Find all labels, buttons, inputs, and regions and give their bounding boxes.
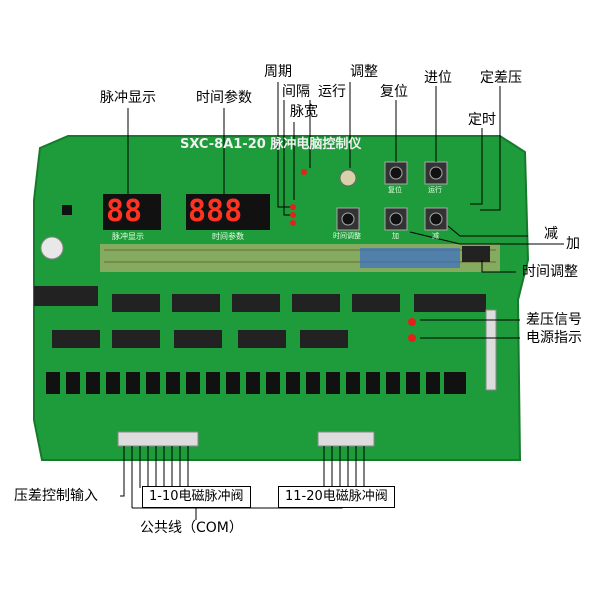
- display2-digits: 888: [188, 194, 243, 229]
- callout-common-line: 公共线（COM）: [140, 520, 243, 536]
- callout-fixed-pressure: 定差压: [480, 70, 522, 86]
- ic-row1-6: [414, 294, 486, 312]
- led-pulse-width: [290, 220, 296, 226]
- led-run: [301, 169, 307, 175]
- display1-caption: 脉冲显示: [112, 232, 144, 241]
- board-label-run: 运行: [428, 186, 442, 194]
- display2-caption: 时间参数: [212, 232, 244, 241]
- button-increase: [384, 207, 408, 231]
- ic-row1-3: [232, 294, 280, 312]
- callout-time-adjust: 时间调整: [522, 264, 578, 280]
- board-label-increase: 加: [392, 232, 399, 240]
- ic-row2-1: [52, 330, 100, 348]
- ic-row1-4: [292, 294, 340, 312]
- ic-row2-4: [238, 330, 286, 348]
- button-reset: [384, 161, 408, 185]
- side-connector: [485, 309, 497, 391]
- seven-seg-display-1: [103, 194, 161, 230]
- callout-pressure-signal: 差压信号: [526, 312, 582, 328]
- led-pressure-signal: [408, 318, 416, 326]
- callout-pulse-width: 脉宽: [290, 104, 318, 120]
- ic-large: [34, 286, 98, 306]
- button-decrease: [424, 207, 448, 231]
- callout-time-param: 时间参数: [196, 90, 252, 106]
- ic-row2-2: [112, 330, 160, 348]
- ic-row2-5: [300, 330, 348, 348]
- callout-advance: 进位: [424, 70, 452, 86]
- time-adjust-chip: [462, 246, 490, 262]
- board-label-time-adjust: 时间调整: [333, 232, 361, 240]
- display1-digits: 88: [106, 194, 143, 229]
- connector-1-10: [117, 431, 199, 447]
- callout-timing: 定时: [468, 112, 496, 128]
- callout-interval: 间隔: [282, 84, 310, 100]
- callout-period: 周期: [264, 64, 292, 80]
- callout-run: 运行: [318, 84, 346, 100]
- connector-11-20: [317, 431, 375, 447]
- button-advance: [424, 161, 448, 185]
- callout-pressure-input: 压差控制输入: [14, 488, 98, 504]
- callout-lines: [120, 82, 564, 520]
- ic-row1-2: [172, 294, 220, 312]
- callout-adjust: 调整: [350, 64, 378, 80]
- led-power: [408, 334, 416, 342]
- callout-increase: 加: [566, 236, 580, 252]
- callout-reset: 复位: [380, 84, 408, 100]
- buzzer: [40, 236, 64, 260]
- ic-row2-3: [174, 330, 222, 348]
- callout-power-indicator: 电源指示: [526, 330, 582, 346]
- transistor-row: [46, 372, 440, 394]
- ic-row1-1: [112, 294, 160, 312]
- small-transistor: [62, 205, 72, 215]
- callout-decrease: 减: [544, 226, 558, 242]
- potentiometer: [339, 169, 357, 187]
- callout-valves-1-10: 1-10电磁脉冲阀: [142, 486, 251, 508]
- callout-pulse-display: 脉冲显示: [100, 90, 156, 106]
- callout-valves-11-20: 11-20电磁脉冲阀: [278, 486, 395, 508]
- resistor-blue-block: [360, 248, 460, 268]
- board-model-text: SXC-8A1-20 脉冲电脑控制仪: [180, 137, 362, 152]
- led-interval: [290, 212, 296, 218]
- button-time-adjust: [336, 207, 360, 231]
- seven-seg-display-2: [186, 194, 270, 230]
- ic-row1-5: [352, 294, 400, 312]
- board-label-reset: 复位: [388, 186, 402, 194]
- board-label-decrease: 减: [432, 232, 439, 240]
- heatsink: [444, 372, 466, 394]
- led-period: [290, 204, 296, 210]
